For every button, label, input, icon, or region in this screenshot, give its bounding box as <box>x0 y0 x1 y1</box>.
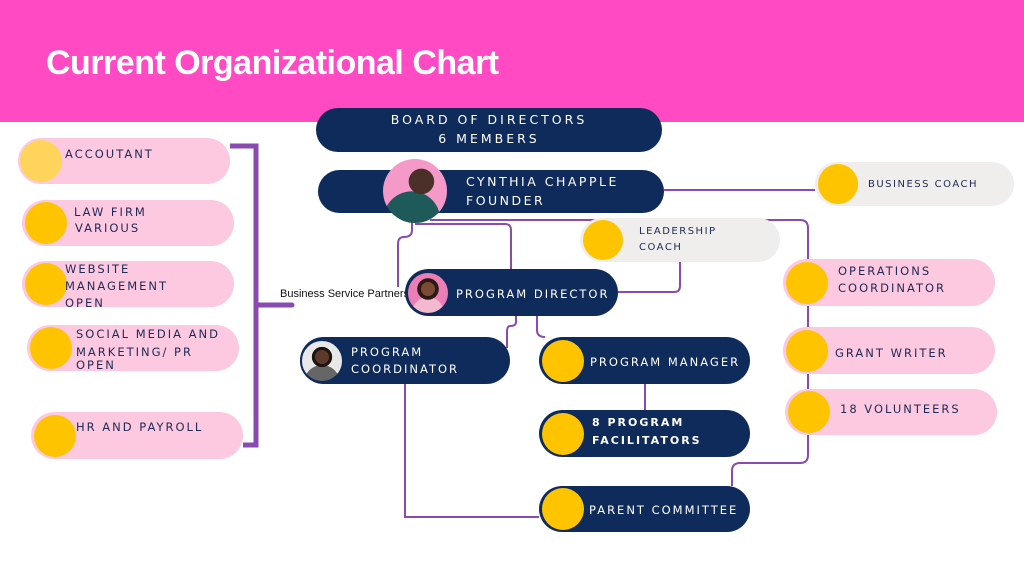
program-director-photo <box>406 271 450 315</box>
business-service-partners-label: Business Service Partners <box>280 288 409 300</box>
business-coach-node[interactable]: BUSINESS COACH <box>815 162 1014 206</box>
parent-committee-node[interactable]: PARENT COMMITTEE <box>539 486 750 532</box>
founder-node[interactable]: CYNTHIA CHAPPLE FOUNDER <box>318 170 664 213</box>
leadership-coach-node[interactable]: LEADERSHIP COACH <box>580 218 780 262</box>
grant-writer-node[interactable]: GRANT WRITER <box>783 327 995 374</box>
partner-social-media[interactable]: SOCIAL MEDIA AND MARKETING/ PR OPEN <box>27 325 239 372</box>
circle-icon <box>542 340 584 382</box>
operations-coordinator-label: OPERATIONS <box>838 264 932 278</box>
business-coach-label: BUSINESS COACH <box>868 179 978 190</box>
grant-writer-label: GRANT WRITER <box>835 346 948 360</box>
leadership-coach-label: LEADERSHIP <box>639 226 717 237</box>
volunteers-node[interactable]: 18 VOLUNTEERS <box>785 389 997 435</box>
board-of-directors[interactable]: BOARD OF DIRECTORS 6 MEMBERS <box>316 108 662 152</box>
circle-icon <box>542 413 584 455</box>
circle-icon <box>20 140 62 182</box>
page-title: Current Organizational Chart <box>46 44 499 82</box>
program-director-label: PROGRAM DIRECTOR <box>456 287 610 301</box>
partner-label: LAW FIRM <box>74 205 147 219</box>
program-coordinator-photo <box>300 339 344 383</box>
program-facilitators-node[interactable]: 8 PROGRAM FACILITATORS <box>539 410 750 457</box>
partner-accountant[interactable]: ACCOUTANT <box>18 138 230 184</box>
board-members: 6 MEMBERS <box>438 131 540 146</box>
volunteers-label: 18 VOLUNTEERS <box>840 402 961 416</box>
circle-icon <box>818 164 858 204</box>
program-manager-node[interactable]: PROGRAM MANAGER <box>539 337 750 384</box>
circle-icon <box>786 262 828 304</box>
facilitators-label: FACILITATORS <box>592 434 702 447</box>
founder-name: CYNTHIA CHAPPLE <box>466 174 619 189</box>
header-banner <box>0 0 1024 122</box>
founder-role: FOUNDER <box>466 193 546 208</box>
partner-label: WEBSITE <box>65 262 131 276</box>
circle-icon <box>34 415 76 457</box>
circle-icon <box>25 263 67 305</box>
partner-hr-payroll[interactable]: HR AND PAYROLL <box>31 412 243 459</box>
circle-icon <box>583 220 623 260</box>
circle-icon <box>542 488 584 530</box>
circle-icon <box>786 330 828 372</box>
operations-coordinator-label: COORDINATOR <box>838 281 947 295</box>
circle-icon <box>30 327 72 369</box>
program-manager-label: PROGRAM MANAGER <box>590 355 741 369</box>
partner-label: HR AND PAYROLL <box>76 420 204 434</box>
partner-label: MANAGEMENT <box>65 279 169 293</box>
partner-label: MARKETING/ PR <box>76 345 193 359</box>
partner-label: SOCIAL MEDIA AND <box>76 327 220 341</box>
facilitators-label: 8 PROGRAM <box>592 416 685 429</box>
founder-photo <box>383 159 447 223</box>
partner-website-management[interactable]: WEBSITE MANAGEMENT OPEN <box>22 261 234 310</box>
partner-label: VARIOUS <box>75 221 141 235</box>
program-coordinator-label: PROGRAM <box>351 345 424 359</box>
operations-coordinator-node[interactable]: OPERATIONS COORDINATOR <box>783 259 995 306</box>
program-coordinator-label: COORDINATOR <box>351 362 460 376</box>
partner-label: OPEN <box>65 296 105 310</box>
partner-law-firm[interactable]: LAW FIRM VARIOUS <box>22 200 234 246</box>
leadership-coach-label: COACH <box>639 242 683 253</box>
partner-label: ACCOUTANT <box>65 147 154 161</box>
partner-label: OPEN <box>76 358 116 372</box>
circle-icon <box>25 202 67 244</box>
board-title: BOARD OF DIRECTORS <box>390 112 588 128</box>
circle-icon <box>788 391 830 433</box>
parent-committee-label: PARENT COMMITTEE <box>589 503 739 517</box>
